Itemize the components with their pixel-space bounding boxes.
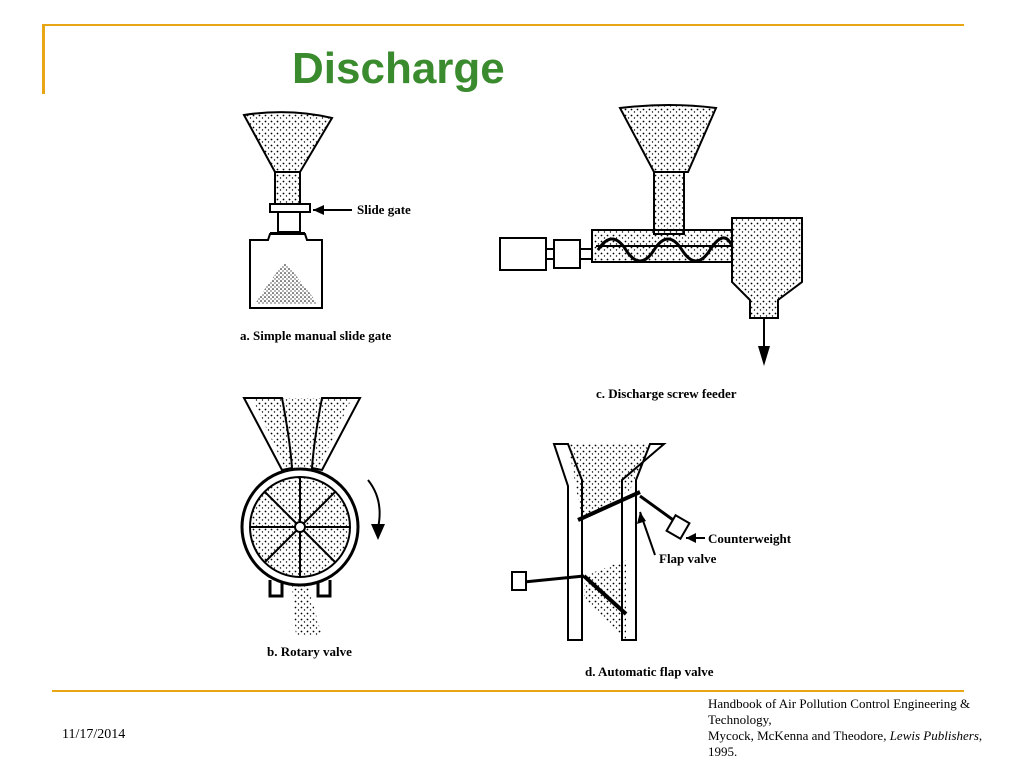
label-slide-gate: Slide gate	[357, 202, 411, 217]
citation-authors: Mycock, McKenna and Theodore,	[708, 728, 890, 743]
top-accent-line	[42, 24, 964, 26]
figure-c-screw-feeder	[499, 104, 803, 366]
left-accent-line	[42, 24, 45, 94]
label-counterweight: Counterweight	[708, 531, 792, 546]
caption-c: c. Discharge screw feeder	[596, 386, 737, 401]
caption-d: d. Automatic flap valve	[585, 664, 714, 679]
caption-a: a. Simple manual slide gate	[240, 328, 392, 343]
label-flap-valve: Flap valve	[659, 551, 717, 566]
caption-b: b. Rotary valve	[267, 644, 352, 659]
slide-title: Discharge	[292, 44, 505, 94]
figure-d-automatic-flap-valve	[511, 443, 705, 641]
footer-citation: Handbook of Air Pollution Control Engine…	[708, 696, 993, 760]
figure-a-slide-gate	[242, 111, 352, 309]
citation-year: , 1995.	[708, 728, 983, 759]
citation-line1: Handbook of Air Pollution Control Engine…	[708, 696, 971, 727]
slide-title-text: Discharge	[292, 44, 505, 93]
footer-date: 11/17/2014	[62, 727, 126, 742]
figure-b-rotary-valve	[240, 397, 385, 636]
citation-publisher: Lewis Publishers	[889, 728, 979, 743]
bottom-accent-line	[52, 690, 964, 692]
